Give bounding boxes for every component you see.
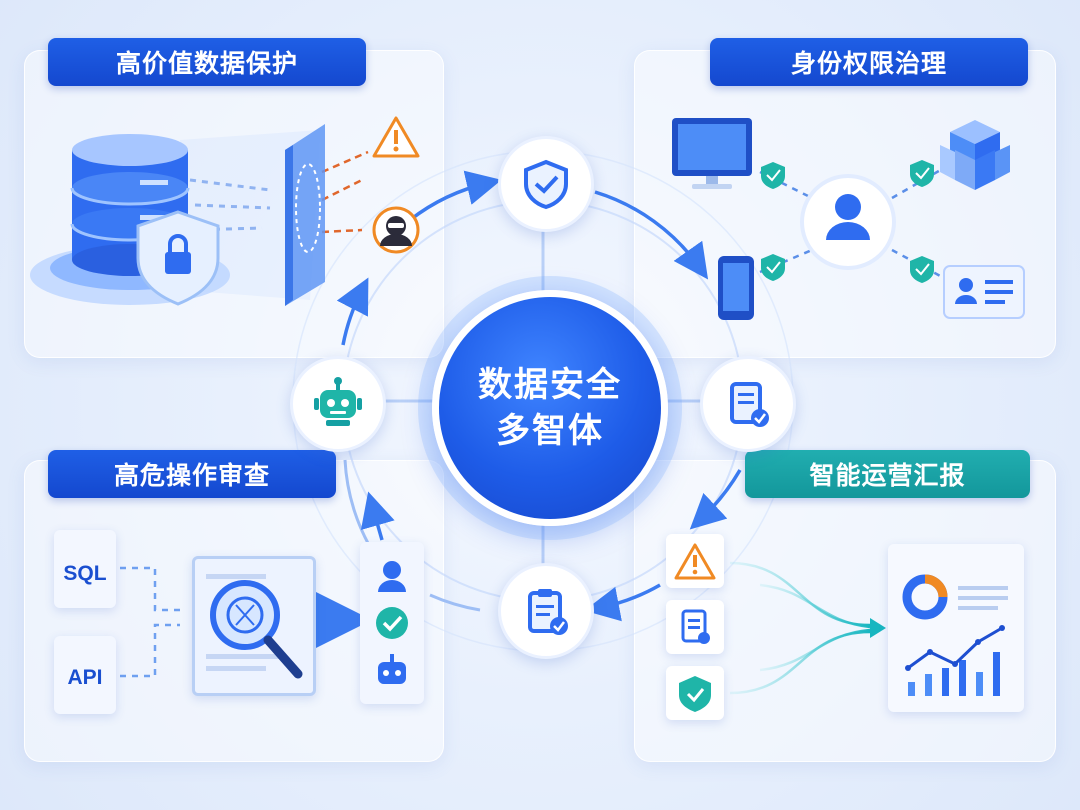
- phone-icon: [718, 256, 754, 320]
- user-icon: [800, 174, 896, 270]
- api-document-label: API: [67, 666, 103, 689]
- robot-icon: [314, 377, 362, 426]
- sql-document-label: SQL: [63, 562, 107, 585]
- node-clipboard-check[interactable]: [498, 563, 594, 659]
- cubes-icon: [940, 120, 1010, 190]
- node-shield-check[interactable]: [498, 136, 594, 232]
- node-report-check[interactable]: [700, 356, 796, 452]
- id-card-icon: [943, 265, 1025, 319]
- check-shield-icons: [761, 160, 934, 283]
- firewall-icon: [285, 124, 325, 306]
- check-icon: [376, 607, 408, 639]
- shield-check-icon: [679, 676, 711, 712]
- api-document-icon: API: [54, 636, 116, 714]
- warning-icon: [674, 543, 716, 580]
- core-title-line2: 多智体: [496, 411, 604, 451]
- dashboard-contents: [902, 574, 1008, 696]
- monitor-icon: [672, 118, 752, 189]
- hacker-icon: [372, 206, 420, 254]
- core-circle: 数据安全 多智体: [432, 290, 668, 526]
- shield-check-icon: [524, 159, 568, 210]
- sql-document-icon: SQL: [54, 530, 116, 608]
- node-robot[interactable]: [290, 356, 386, 452]
- robot-icon: [378, 654, 406, 684]
- report-check-icon: [730, 382, 769, 427]
- user-icon: [378, 561, 406, 592]
- title-high-risk-review: 高危操作审查: [48, 450, 336, 498]
- title-identity-governance: 身份权限治理: [710, 38, 1028, 86]
- report-icon: [681, 609, 710, 644]
- title-ops-report: 智能运营汇报: [745, 450, 1030, 498]
- ai-scan-magnifier: [206, 574, 303, 679]
- lock-shield-icon: [136, 210, 220, 306]
- core-title-line1: 数据安全: [478, 365, 622, 405]
- warning-icon: [372, 116, 420, 158]
- title-data-protection: 高价值数据保护: [48, 38, 366, 86]
- clipboard-check-icon: [528, 589, 568, 635]
